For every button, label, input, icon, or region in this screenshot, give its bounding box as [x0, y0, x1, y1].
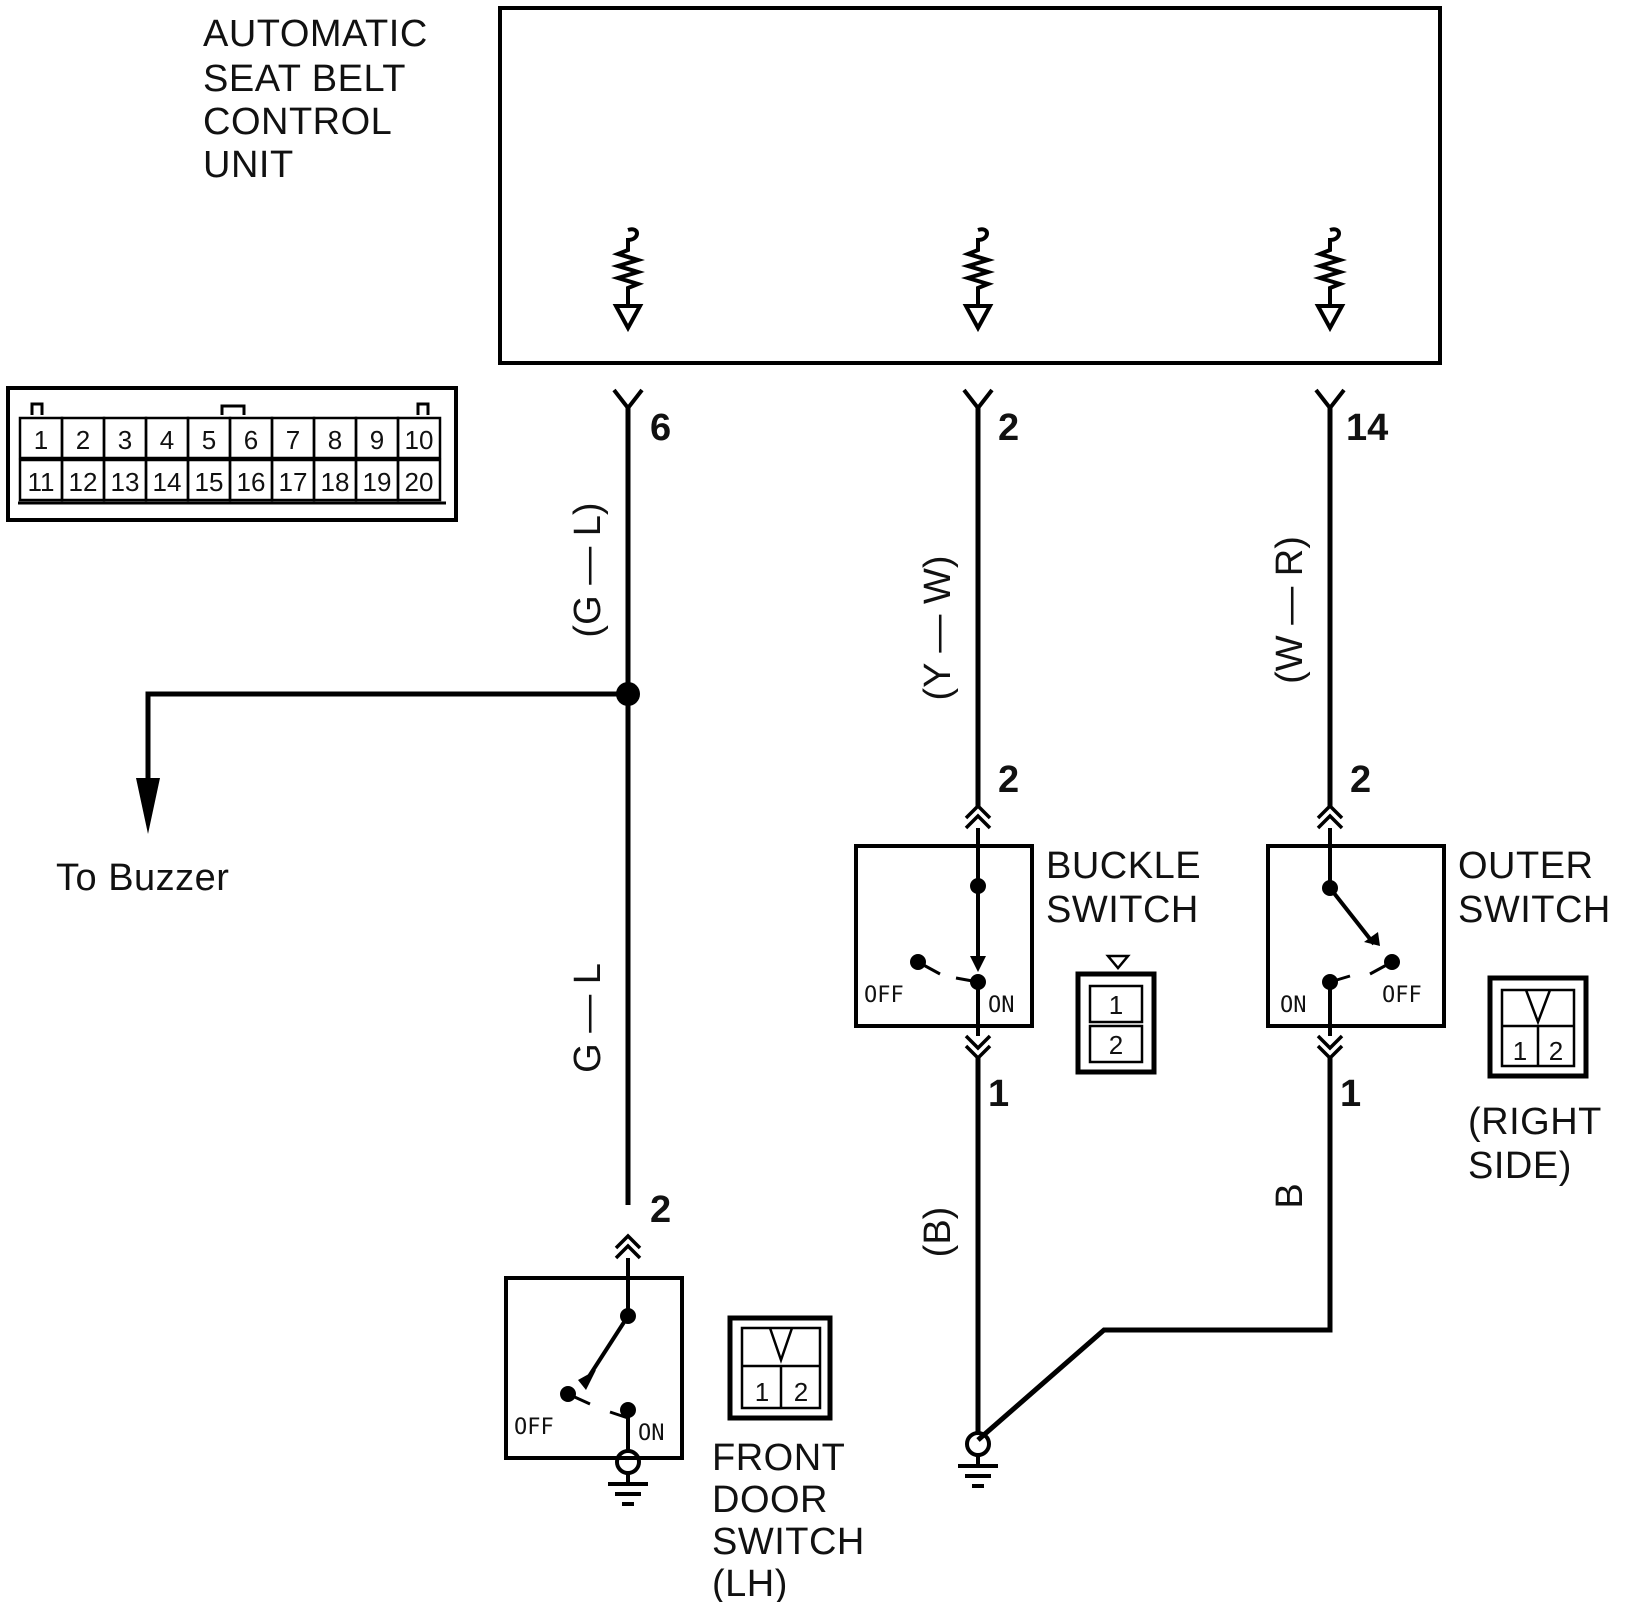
- outer-off-label: OFF: [1382, 983, 1422, 1008]
- pin-number-buckle-top: 2: [998, 759, 1019, 801]
- buckle-switch-box: [854, 844, 1034, 1028]
- wire-label-g-l: G — L: [567, 963, 609, 1073]
- buckle-off-label: OFF: [864, 983, 904, 1008]
- connector-pin-number: 4: [160, 425, 174, 455]
- outer-switch-title: OUTER SWITCH: [1458, 845, 1611, 931]
- connector-pin-number: 11: [28, 467, 55, 497]
- unit-label-line: SEAT BELT: [203, 58, 406, 100]
- buzzer-arrow: [136, 778, 160, 834]
- wire-label-g-l-paren: (G — L): [567, 502, 609, 637]
- connector-pin-number: 3: [118, 425, 132, 455]
- connector-pin-number: 9: [370, 425, 384, 455]
- door-conn-pin: 1: [755, 1377, 769, 1407]
- buckle-title-line: SWITCH: [1046, 889, 1199, 931]
- pulldown-resistor-6: [614, 227, 642, 330]
- connector-pin-number: 7: [286, 425, 300, 455]
- outer-switch-note: (RIGHT SIDE): [1468, 1101, 1602, 1187]
- connector-buckle-bottom: [964, 1034, 992, 1060]
- wire-label-b-paren: (B): [917, 1207, 959, 1258]
- pin-number-buckle-bottom: 1: [988, 1073, 1009, 1115]
- front-door-switch-box: [504, 1276, 684, 1460]
- buckle-on-label: ON: [988, 993, 1015, 1018]
- pin-number-door-switch: 2: [650, 1189, 671, 1231]
- outer-switch-box: [1266, 844, 1446, 1028]
- connector-pin-number: 1: [34, 425, 48, 455]
- unit-connector-2: [962, 388, 994, 410]
- outer-on-label: ON: [1280, 993, 1307, 1018]
- door-switch-contact-arm: [586, 1314, 630, 1380]
- wire-label-b: B: [1269, 1183, 1311, 1208]
- door-title-line: DOOR: [712, 1479, 828, 1521]
- pin-number-unit-14: 14: [1346, 407, 1388, 449]
- pulldown-resistor-14: [1316, 227, 1344, 330]
- door-switch-off-label: OFF: [514, 1415, 554, 1440]
- unit-connector-14: [1314, 388, 1346, 410]
- outer-note-line: (RIGHT: [1468, 1101, 1602, 1143]
- outer-title-line: OUTER: [1458, 845, 1594, 887]
- pin-number-unit-6: 6: [650, 407, 671, 449]
- connector-pin-number: 13: [111, 467, 140, 497]
- unit-connector-6: [612, 388, 644, 410]
- connector-door-top: [614, 1234, 642, 1260]
- outer-connector-face: 1 2: [1487, 975, 1589, 1079]
- connector-pin-number: 6: [244, 425, 258, 455]
- buckle-conn-pin: 1: [1109, 990, 1123, 1020]
- door-title-line: (LH): [712, 1563, 788, 1602]
- buckle-title-line: BUCKLE: [1046, 845, 1201, 887]
- connector-buckle-top: [964, 804, 992, 830]
- pin-number-outer-bottom: 1: [1340, 1073, 1361, 1115]
- unit-label-line: UNIT: [203, 144, 294, 186]
- wire-label-y-w: (Y — W): [917, 556, 959, 701]
- connector-pin-number: 16: [237, 467, 266, 497]
- outer-note-line: SIDE): [1468, 1145, 1572, 1187]
- buckle-switch-title: BUCKLE SWITCH: [1046, 845, 1201, 931]
- connector-pin-number: 5: [202, 425, 216, 455]
- buzzer-label: To Buzzer: [56, 857, 229, 899]
- buckle-connector-face: 1 2: [1075, 954, 1157, 1075]
- connector-pin-cell: [396, 458, 442, 502]
- connector-outer-bottom: [1316, 1034, 1344, 1060]
- outer-conn-pin: 1: [1513, 1036, 1527, 1066]
- unit-label-line: CONTROL: [203, 101, 392, 143]
- connector-pin-number: 18: [321, 467, 350, 497]
- door-title-line: FRONT: [712, 1437, 845, 1479]
- connector-pin-number: 2: [76, 425, 90, 455]
- connector-pin-number: 12: [69, 467, 98, 497]
- ground-buckle-outer: [956, 1431, 1000, 1488]
- connector-pin-number: 19: [363, 467, 392, 497]
- control-unit-box: [498, 6, 1442, 365]
- front-door-connector-face: 1 2: [727, 1315, 833, 1421]
- control-unit-label: AUTOMATIC SEAT BELT CONTROL UNIT: [203, 13, 428, 186]
- door-switch-on-label: ON: [638, 1421, 665, 1446]
- connector-pin-number: 20: [405, 467, 434, 497]
- pulldown-resistor-2: [964, 227, 992, 330]
- outer-title-line: SWITCH: [1458, 889, 1611, 931]
- outer-switch-contact-arm: [1328, 886, 1376, 946]
- connector-pin-number: 8: [328, 425, 342, 455]
- connector-pin-cell: [396, 416, 442, 460]
- unit-label-line: AUTOMATIC: [203, 13, 428, 55]
- door-conn-pin: 2: [794, 1377, 808, 1407]
- connector-outer-top: [1316, 804, 1344, 830]
- pin-number-outer-top: 2: [1350, 759, 1371, 801]
- connector-pin-number: 17: [279, 467, 308, 497]
- connector-body: [6, 386, 458, 522]
- wire-label-w-r: (W — R): [1269, 536, 1311, 684]
- outer-conn-pin: 2: [1549, 1036, 1563, 1066]
- connector-pin-number: 15: [195, 467, 224, 497]
- door-title-line: SWITCH: [712, 1521, 865, 1563]
- buckle-conn-pin: 2: [1109, 1030, 1123, 1060]
- wire-to-buzzer: [145, 691, 628, 800]
- connector-pin-number: 10: [405, 425, 434, 455]
- wire-b-outer: [976, 1056, 1333, 1442]
- connector-pin-number: 14: [153, 467, 182, 497]
- front-door-switch-title: FRONT DOOR SWITCH (LH): [712, 1437, 865, 1602]
- pin-number-unit-2: 2: [998, 407, 1019, 449]
